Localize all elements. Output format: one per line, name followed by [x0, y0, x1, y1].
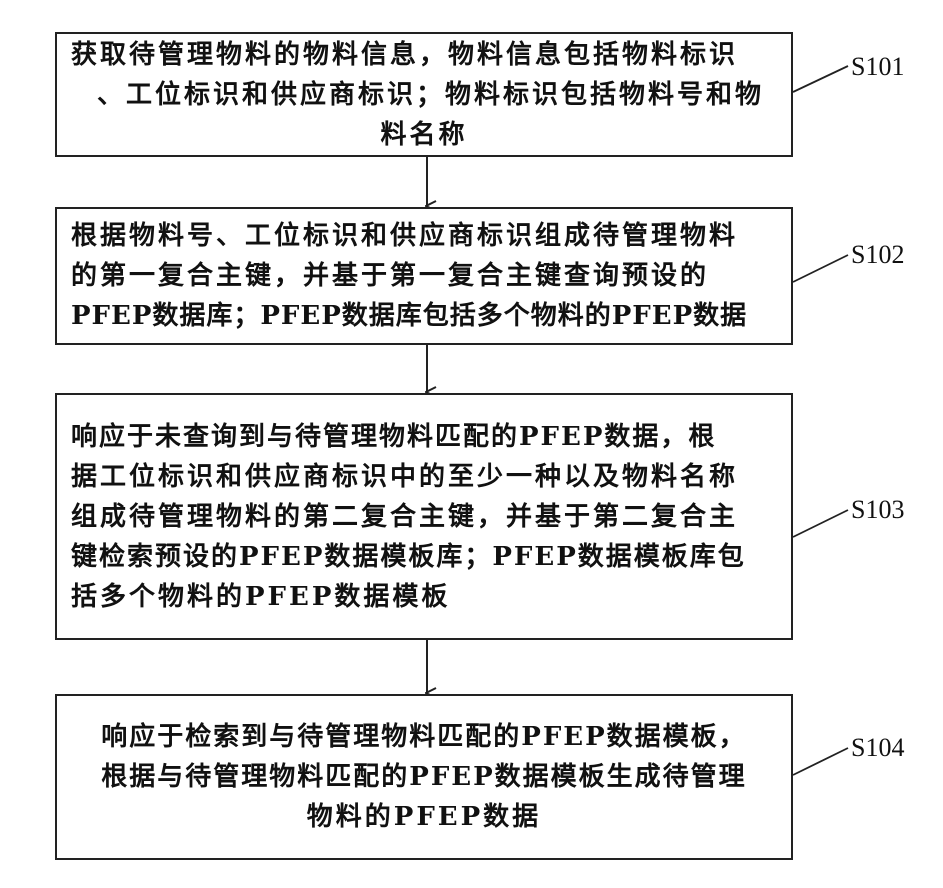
step-text-line: 料名称 [57, 115, 791, 155]
step-text-line: 括多个物料的PFEP数据模板 [57, 577, 791, 617]
step-text-line: 键检索预设的PFEP数据模板库；PFEP数据模板库包 [57, 537, 791, 577]
step-text-line: 的第一复合主键，并基于第一复合主键查询预设的 [57, 256, 791, 296]
leader-s103 [793, 510, 848, 537]
step-label-s104: S104 [851, 733, 904, 763]
step-text-line: 物料的PFEP数据 [57, 797, 791, 837]
step-text-line: 、工位标识和供应商标识；物料标识包括物料号和物 [57, 75, 791, 115]
step-box-s101: 获取待管理物料的物料信息，物料信息包括物料标识 、工位标识和供应商标识；物料标识… [55, 32, 793, 157]
step-text-line: 根据与待管理物料匹配的PFEP数据模板生成待管理 [57, 757, 791, 797]
step-text-line: 获取待管理物料的物料信息，物料信息包括物料标识 [57, 35, 791, 75]
leader-s104 [793, 748, 848, 775]
step-text-line: 根据物料号、工位标识和供应商标识组成待管理物料 [57, 216, 791, 256]
step-box-s103: 响应于未查询到与待管理物料匹配的PFEP数据，根 据工位标识和供应商标识中的至少… [55, 393, 793, 640]
leader-s101 [793, 66, 848, 92]
step-text-line: PFEP数据库；PFEP数据库包括多个物料的PFEP数据 [57, 296, 791, 336]
step-text-line: 响应于未查询到与待管理物料匹配的PFEP数据，根 [57, 417, 791, 457]
step-text-line: 据工位标识和供应商标识中的至少一种以及物料名称 [57, 457, 791, 497]
step-text-line: 响应于检索到与待管理物料匹配的PFEP数据模板， [57, 717, 791, 757]
step-text-line: 组成待管理物料的第二复合主键，并基于第二复合主 [57, 497, 791, 537]
step-label-s103: S103 [851, 495, 904, 525]
step-box-s102: 根据物料号、工位标识和供应商标识组成待管理物料 的第一复合主键，并基于第一复合主… [55, 207, 793, 345]
leader-s102 [793, 255, 848, 282]
step-label-s102: S102 [851, 240, 904, 270]
step-label-s101: S101 [851, 52, 904, 82]
step-box-s104: 响应于检索到与待管理物料匹配的PFEP数据模板， 根据与待管理物料匹配的PFEP… [55, 694, 793, 860]
